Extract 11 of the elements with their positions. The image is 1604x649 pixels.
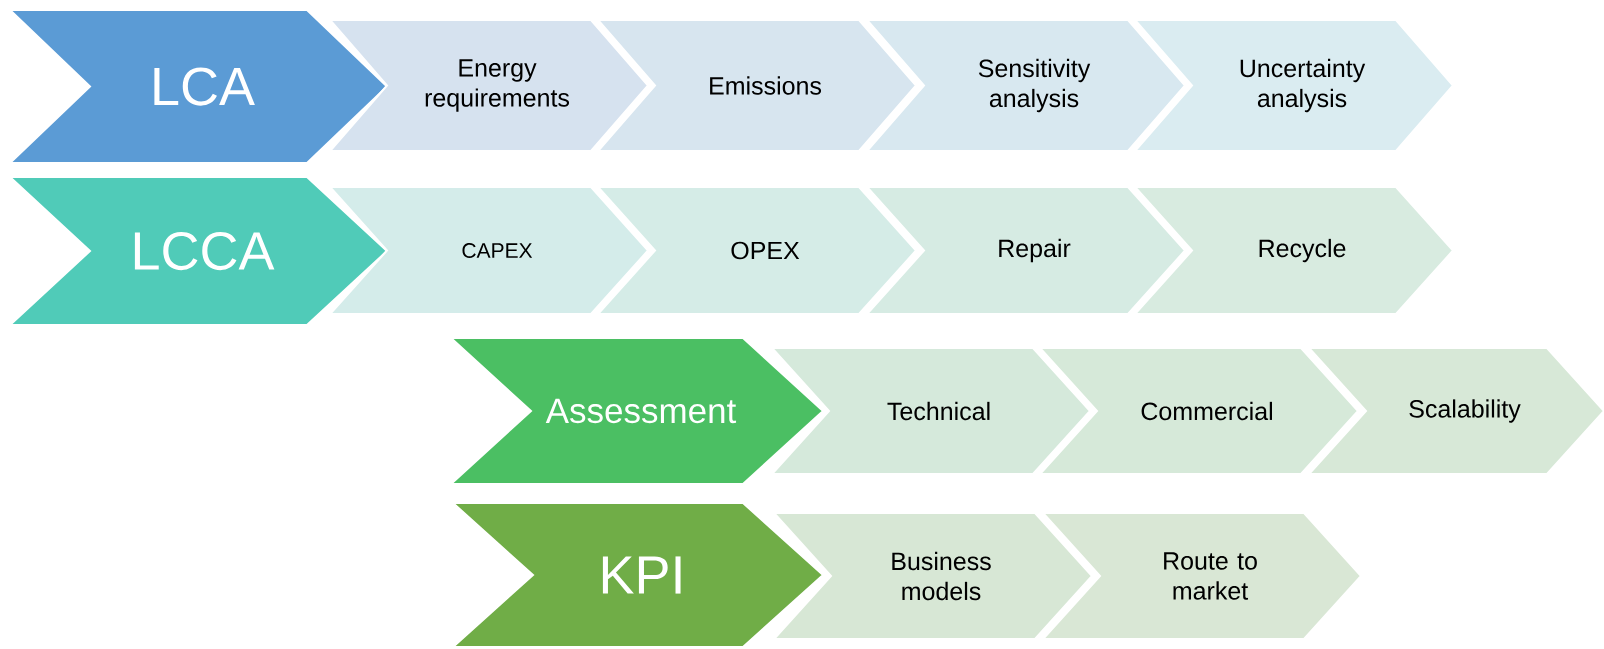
node-label: Business models	[892, 551, 991, 601]
category-banner: LCA	[7, 9, 389, 164]
process-step: Energy requirements	[327, 19, 650, 152]
node-label: Scalability	[1409, 399, 1521, 423]
process-step: Scalability	[1306, 347, 1604, 475]
category-banner: KPI	[450, 502, 825, 648]
category-banner: LCCA	[7, 176, 389, 326]
node-label: Route to market	[1164, 552, 1257, 600]
process-step: Business models	[771, 512, 1094, 640]
process-step: CAPEX	[327, 186, 650, 315]
process-step: Route to market	[1040, 512, 1363, 640]
